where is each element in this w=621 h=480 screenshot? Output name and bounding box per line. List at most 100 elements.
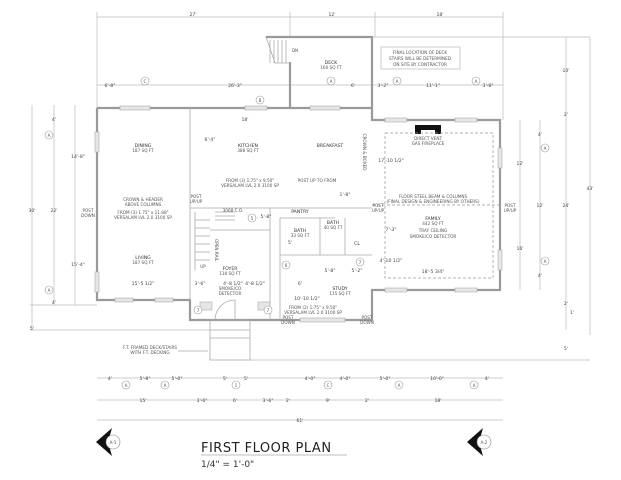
dim-int-1: 6'-4" — [205, 137, 216, 143]
room-pantry: PANTRY — [291, 209, 309, 215]
dim-left-top: 4' — [52, 117, 56, 123]
svg-text:A: A — [398, 383, 401, 388]
section-marker-right: A-2 — [467, 428, 492, 456]
dim-left-upper: 14'-8" — [71, 154, 85, 160]
foyer-detector-2: DETECTOR — [219, 291, 242, 296]
dim-detail-3: 6' — [351, 83, 355, 89]
svg-text:A: A — [475, 79, 478, 84]
dim-detail-6: 3'-8" — [483, 83, 494, 89]
dim-detail-2: 26'-3" — [228, 83, 242, 89]
porch-note: F.T. FRAMED DECK/STAIRS — [123, 345, 177, 350]
window-tag: A — [326, 76, 336, 86]
door-tag: 7 — [193, 305, 203, 315]
dim-bd-3: 5'-0" — [172, 376, 183, 382]
wall-co: 3068 C.O. — [223, 208, 244, 213]
room-kitchen: KITCHEN — [238, 143, 258, 149]
svg-text:A: A — [125, 383, 128, 388]
window-tag: A — [121, 380, 131, 390]
crown-boxed-note: CROWN & BOXED — [362, 134, 367, 171]
dim-right-overall: 43' — [586, 186, 593, 192]
post-down-left: POST — [82, 208, 93, 213]
dim-right-step: 2' — [564, 112, 568, 118]
room-dining-area: 187 SQ FT — [132, 148, 154, 153]
svg-text:B: B — [259, 98, 262, 103]
stair-up: UP — [200, 264, 206, 269]
bottom-dimensions: 4' 5'-8" 5'-0" 5' 5' 4'-0" 4'-0" 5'-0" 1… — [97, 359, 590, 424]
dim-detail-5: 11'-1" — [426, 83, 440, 89]
dim-bd-7: 4'-0" — [340, 376, 351, 382]
dim-left-bottom: 4' — [52, 300, 56, 306]
dim-int-17: 5'-8" — [261, 214, 272, 220]
dim-int-15: 5'-2" — [352, 268, 363, 274]
dim-left-porch: 5' — [30, 326, 34, 332]
lvl-living-note-2: VERSALAM LVL 2.0 3100 SP — [114, 215, 172, 220]
window-tag: C — [323, 380, 333, 390]
dim-int-10: 4'-8 1/2" — [223, 281, 243, 287]
dim-int-12: 6' — [298, 281, 302, 287]
post-family: POST — [372, 203, 383, 208]
dim-int-6: 4'-10 1/2" — [380, 258, 403, 264]
crown-header-note: CROWN & HEADER — [123, 197, 163, 202]
window-tag: A — [540, 256, 550, 266]
post-kitchen: POST — [190, 194, 201, 199]
deck-area: 160 SQ FT — [320, 65, 342, 70]
window-tag: C — [140, 76, 150, 86]
plan-title: FIRST FLOOR PLAN — [201, 441, 332, 456]
room-foyer-area: 130 SQ FT — [219, 271, 241, 276]
dim-left-overall: 30' — [28, 208, 35, 214]
dim-int-14: 5'-8" — [325, 268, 336, 274]
dim-bm-7: 2' — [365, 398, 369, 404]
dim-bm-4: 3'-6" — [263, 398, 274, 404]
room-living-area: 187 SQ FT — [132, 260, 154, 265]
room-breakfast: BREAKFAST — [317, 143, 344, 149]
room-bath-2-area: 40 SQ FT — [324, 225, 343, 230]
dim-bm-8: 18' — [434, 398, 441, 404]
post-kitchen-2: UP/UP — [190, 199, 203, 204]
room-bath-1-area: 33 SQ FT — [291, 233, 310, 238]
dim-bm-3: 6' — [233, 398, 237, 404]
svg-text:A: A — [330, 79, 333, 84]
window-tag: A — [540, 143, 550, 153]
door-tag: 1 — [231, 380, 241, 390]
post-study-left-2: DOWN — [281, 320, 295, 325]
post-study-left: POST — [282, 315, 293, 320]
dim-int-11: 4'-8 1/2" — [245, 281, 265, 287]
deck-stairs-note-2: STAIRS WILL BE DETERMINED — [389, 56, 451, 61]
svg-text:5: 5 — [251, 216, 254, 221]
plan-scale: 1/4" = 1'-0" — [201, 460, 254, 470]
dim-bd-1: 4' — [108, 376, 112, 382]
room-bath-1: BATH — [294, 228, 306, 234]
dim-bd-2: 5'-8" — [140, 376, 151, 382]
lvl-study-note: FROM (2) 1.75" x 9.50" — [289, 305, 338, 310]
room-living: LIVING — [135, 255, 151, 261]
left-dimensions: 30' 22' 14'-8" 15'-4" 4' 4' 5' — [28, 105, 210, 332]
dim-right-upper: 12' — [516, 161, 523, 167]
dim-right-b1: 4' — [538, 273, 542, 279]
interior-dimensions: 6'-4" 18' 1'-8" 17'-10 1/2" 7'-3" 4'-10 … — [132, 117, 445, 302]
svg-text:1: 1 — [235, 383, 238, 388]
svg-text:7: 7 — [197, 308, 200, 313]
svg-text:A: A — [396, 79, 399, 84]
svg-text:A-1: A-1 — [110, 440, 117, 445]
door-tag: 7 — [263, 305, 273, 315]
dim-int-16: 10'-10 1/2" — [294, 296, 320, 302]
top-dimensions: 27' 12' 18' 6'-8" 26'-3" 6' 3'-2" 11'-1"… — [96, 12, 591, 335]
dim-bd-6: 4'-0" — [305, 376, 316, 382]
dim-int-3: 1'-8" — [340, 192, 351, 198]
dim-right-mid: 12' — [536, 203, 543, 209]
window-tag: A — [44, 285, 54, 295]
room-dining: DINING — [135, 143, 152, 149]
dim-bm-2: 3'-6" — [197, 398, 208, 404]
dim-left-lower: 15'-4" — [71, 262, 85, 268]
door-tag: 7 — [355, 257, 365, 267]
svg-text:A: A — [48, 288, 51, 293]
dim-detail-1: 6'-8" — [105, 83, 116, 89]
window-tag: A — [394, 380, 404, 390]
dim-detail-4: 3'-2" — [378, 83, 389, 89]
dim-right-deck: 10' — [562, 68, 569, 74]
foyer-detector: SMOKE/CO — [219, 286, 242, 291]
section-marker-left: A-1 — [96, 428, 121, 456]
dim-bd-9: 10'-0" — [430, 376, 444, 382]
dim-bd-5: 5' — [244, 376, 248, 382]
